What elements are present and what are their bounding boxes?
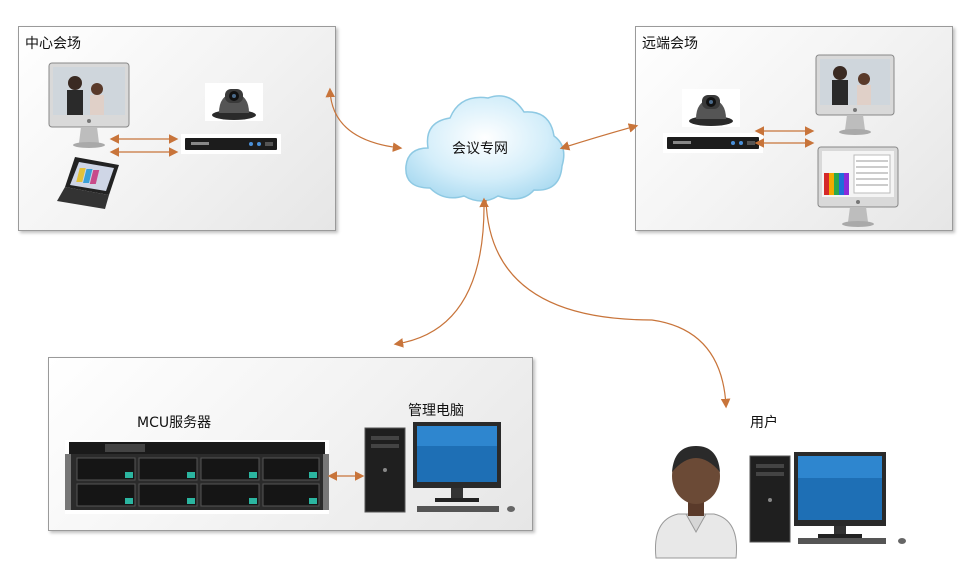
cloud-label: 会议专网 [452,141,508,157]
desktop-pc-icon [364,422,515,513]
user-label: 用户 [750,415,778,431]
center-venue-panel: 中心会场 [18,26,336,231]
imac-icon [817,146,899,227]
mcu-server-label: MCU服务器 [137,415,212,431]
imac-icon [48,62,130,148]
connector-cloud-server [393,197,489,348]
remote-venue-title: 远端会场 [642,36,698,52]
imac-icon [815,54,895,135]
admin-pc-label: 管理电脑 [408,403,464,419]
connector-center-cloud [325,87,403,152]
connector-cloud-remote [559,123,639,151]
video-codec-icon [663,133,763,153]
video-codec-icon [181,134,281,154]
connector-cloud-user [485,199,731,409]
ptz-camera-icon [682,89,740,127]
laptop-icon [57,157,119,209]
rack-server-icon [65,440,329,514]
cloud-icon [405,95,565,202]
center-venue-title: 中心会场 [25,36,81,52]
desktop-pc-icon [749,452,906,544]
server-room-panel: MCU服务器 管理电脑 [48,357,533,531]
ptz-camera-icon [205,83,263,121]
user-avatar-icon [654,446,738,559]
